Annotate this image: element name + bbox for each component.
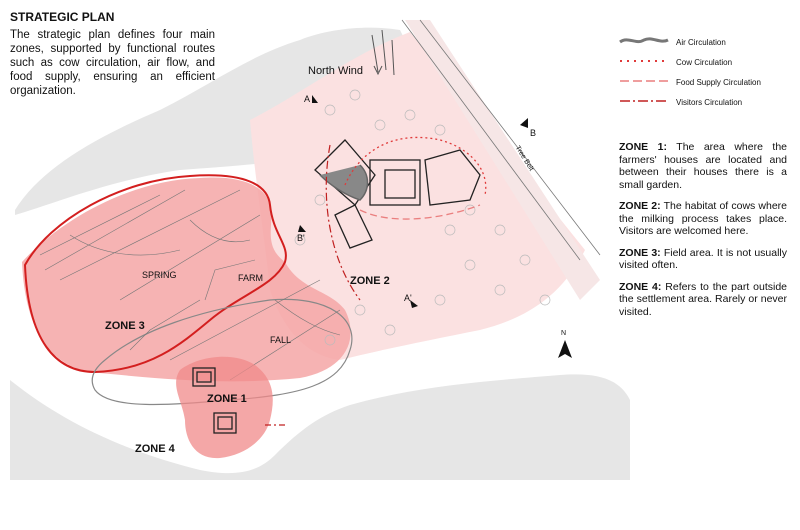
- road-lines: [401, 19, 601, 261]
- zone4-grey-area: [15, 27, 420, 215]
- visitors-circulation-icon: [620, 100, 668, 102]
- section-a-top-label: A: [304, 94, 311, 104]
- zone-description-4: ZONE 4: Refers to the part outside the s…: [619, 281, 787, 319]
- zone-description-1: ZONE 1: The area where the farmers' hous…: [619, 141, 787, 191]
- north-arrow-label: N: [561, 330, 567, 337]
- zone-text: The area where the farmers' houses are l…: [619, 141, 788, 191]
- zone3-field: [22, 177, 351, 382]
- zone-heading: ZONE 3:: [619, 246, 661, 259]
- spring-label: SPRING: [142, 270, 177, 280]
- zone-heading: ZONE 4:: [619, 280, 662, 293]
- farm-label: FARM: [238, 273, 264, 283]
- zone-text: The habitat of cows where the milking pr…: [619, 200, 788, 237]
- circulation-legend: Air Circulation Cow Circulation Food Sup…: [618, 32, 798, 112]
- legend-label: Visitors Circulation: [676, 98, 743, 107]
- food-supply-icon: [620, 80, 668, 82]
- section-a-bottom-label: A': [404, 293, 412, 303]
- zone2-buildings: [314, 139, 481, 249]
- north-arrow-icon: [558, 340, 572, 358]
- legend-label: Cow Circulation: [676, 58, 733, 67]
- zone3-label: ZONE 3: [105, 320, 145, 332]
- legend-label: Air Circulation: [676, 38, 726, 47]
- north-wind-arrows: [371, 29, 395, 76]
- field-lines: [39, 189, 341, 381]
- zone-descriptions: ZONE 1: The area where the farmers' hous…: [619, 141, 787, 327]
- cow-circulation-path: [344, 136, 487, 196]
- air-circulation-icon: [619, 37, 669, 44]
- north-wind-label: North Wind: [308, 65, 364, 77]
- zone1-label: ZONE 1: [207, 393, 247, 405]
- section-b-bottom-label: B': [297, 233, 305, 243]
- zone1-houses: [192, 367, 237, 434]
- zone3-outline: [23, 174, 287, 374]
- food-supply-path: [359, 204, 481, 220]
- zone2-label: ZONE 2: [350, 275, 390, 287]
- zone2-area: [250, 32, 585, 360]
- zone-description-3: ZONE 3: Field area. It is not usually vi…: [619, 247, 787, 272]
- section-b-top-label: B: [530, 128, 537, 138]
- legend-item-cow: Cow Circulation: [618, 52, 798, 72]
- zone-text: Field area. It is not usually visited of…: [619, 246, 787, 272]
- zone4-label: ZONE 4: [135, 443, 175, 455]
- page-title: STRATEGIC PLAN: [10, 10, 115, 24]
- circulation-loop-outline: [91, 298, 353, 406]
- legend-item-visitors: Visitors Circulation: [618, 92, 798, 112]
- legend-item-food: Food Supply Circulation: [618, 72, 798, 92]
- legend-label: Food Supply Circulation: [676, 78, 761, 87]
- legend-item-air: Air Circulation: [618, 32, 798, 52]
- fall-label: FALL: [270, 335, 292, 345]
- intro-text: The strategic plan defines four main zon…: [10, 29, 215, 97]
- cow-circulation-icon: [620, 60, 668, 62]
- zone4-grey-area-bottom: [10, 374, 630, 480]
- air-circulation-arrow: [319, 164, 369, 201]
- zone-heading: ZONE 1:: [619, 141, 667, 153]
- tree-markers: [294, 89, 551, 346]
- section-markers: [298, 95, 528, 308]
- visitors-path: [325, 144, 361, 301]
- zone-text: Refers to the part outside the settlemen…: [619, 280, 788, 318]
- zone-description-2: ZONE 2: The habitat of cows where the mi…: [619, 200, 787, 238]
- zone1-area: [176, 356, 273, 459]
- zone-heading: ZONE 2:: [619, 200, 661, 212]
